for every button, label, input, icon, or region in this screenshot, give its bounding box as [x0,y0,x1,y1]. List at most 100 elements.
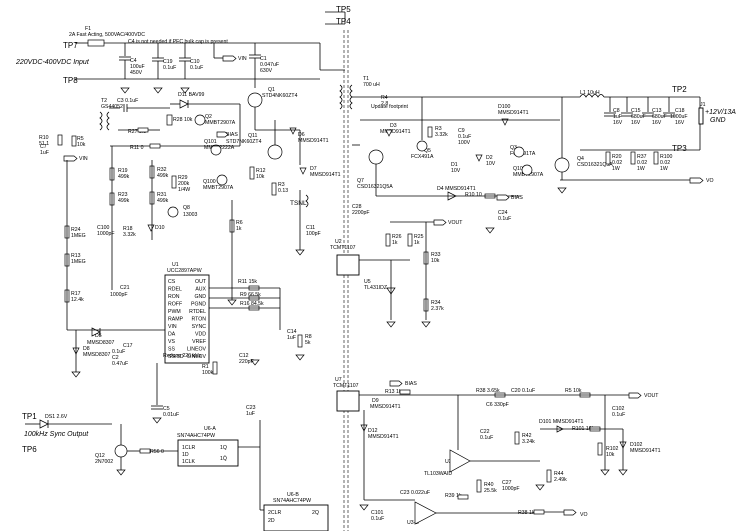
c14-name: C14 [287,329,297,335]
r100-value: 0.02 [660,160,670,166]
c7-value: 1uF [40,150,49,156]
ground-icon [557,187,567,194]
svg-text:1CLR: 1CLR [182,445,196,451]
c17-name: C17 [123,343,133,349]
d2-name: D2 [486,155,493,161]
r11b-label: R11 15k [238,279,257,285]
r9-label: R9 66.5k [240,292,261,298]
ground-icon [250,359,260,366]
d11-label: D11 BAV99 [178,92,204,98]
r20-value: 0.02 [612,160,622,166]
r23-value: 499k [118,198,130,204]
vout-tag-2: VOUT [644,393,659,399]
d100-name: D100 [498,104,511,110]
c8-voltage: 16V [613,120,623,126]
u6b-part: SN74AHC74PW [273,498,311,504]
f1-label: F1 [85,26,91,32]
tp6-label: TP6 [22,445,37,454]
controller-u1: U1 UCC2897APW CSRDELRONROFFPWMRAMPVINDAV… [67,262,312,418]
c20-label: C20 0.1uF [511,388,535,394]
u2-part: TCMT1107 [330,245,356,251]
r40-name: R40 [484,482,494,488]
c12-value: 220pF [239,359,254,365]
q100-part: MMBT2907A [203,185,234,191]
r12-name: R12 [256,168,266,174]
ground-icon [386,321,396,328]
q2-part: MMBT2907A [205,120,236,126]
c15-name: C15 [631,108,641,114]
d8-part: MMSD8307 [83,352,111,358]
ground-icon [600,469,610,476]
c17-value: 0.1uF [112,349,125,355]
r13b-label: R13 1k [385,389,402,395]
u6a-part: SN74AHC74PW [177,433,215,439]
c7-name: C7 [40,144,47,150]
r10-value: 51.1 [39,141,49,147]
q5-name: Q5 [424,148,431,154]
u1-pin-label: SYNC [192,324,207,330]
j1-connector [698,107,704,125]
c5-name: C5 [163,406,170,412]
c5-value: 0.01uF [163,412,179,418]
u1-part: UCC2897APW [167,268,202,274]
d1-value: 10V [451,168,461,174]
fuse-note: 2A Fast Acting, 500VAC/400VDC [69,32,145,38]
r12-value: 10k [256,174,265,180]
d6-name: D6 [298,132,305,138]
d7-part: MMSD914T1 [310,172,341,178]
r102-name: R102 [606,446,619,452]
c22-name: C22 [480,429,490,435]
c18-name: C18 [675,108,685,114]
t1-value: 700 uH [363,82,380,88]
u1-right-pins: OUTAUXGNDPGNDRTDELRTONSYNCVDDVREFLINEOVL… [187,279,207,360]
u1-pin-label: VS [168,339,175,345]
d102-name: D102 [630,442,643,448]
c1-voltage: 630V [260,68,273,74]
q100b-name: Q100 [513,166,526,172]
r39-label: R39 1k [445,493,462,499]
tp8-label: TP8 [63,76,78,85]
r37-value: 0.02 [637,160,647,166]
c1-value: 0.047uF [260,62,279,68]
d9-name: D9 [372,398,379,404]
c102-value: 0.1uF [612,412,625,418]
r20-name: R20 [612,154,622,160]
q100-name: Q100 [203,179,216,185]
ground-icon [295,354,305,361]
u1-pin-label: SS/SD [168,354,184,360]
c14-value: 1uF [287,335,296,341]
r31-name: R31 [157,192,167,198]
r42-value: 3.24k [522,439,535,445]
r5-name: R5 [77,136,84,142]
vin-tag-2: VIN [79,156,88,162]
u1-pin-label: VIN [168,324,177,330]
r5-value: 10k [77,142,86,148]
ground-symbols [71,87,628,511]
c23-value: 1uF [246,411,255,417]
r42-name: R42 [522,433,532,439]
r1-value: 100k [202,370,214,376]
c28-name: C28 [352,204,362,210]
tp3-label: TP3 [672,144,687,153]
d8-name: D8 [83,346,90,352]
q2-name: Q2 [205,114,212,120]
r13-name: R13 [71,253,81,259]
ground-icon [535,484,545,491]
d5-name: D5 [95,333,102,339]
c8-value: 1uF [613,114,622,120]
r32-name: R32 [157,167,167,173]
r31-value: 499k [157,198,169,204]
u1-pin-label: LINEOV [187,347,207,353]
t2-name: T2 [101,98,107,104]
ds1-label: DS1 2.6V [45,414,68,420]
output-filter: L1 10uH C8 1uF 16V C15 680uF 16V C13 680… [560,85,736,184]
r40-value: 25.5k [484,488,497,494]
r37-power: 1W [637,166,645,172]
c19-name: C19 [163,59,173,65]
c21-label: C21 [120,285,130,291]
r28-label: R28 10k [173,117,193,123]
u1-pin-label: DA [168,332,176,338]
bias-tag-2: BIAS [511,195,523,201]
r33-value: 10k [431,258,440,264]
c28-value: 2200pF [352,210,370,216]
